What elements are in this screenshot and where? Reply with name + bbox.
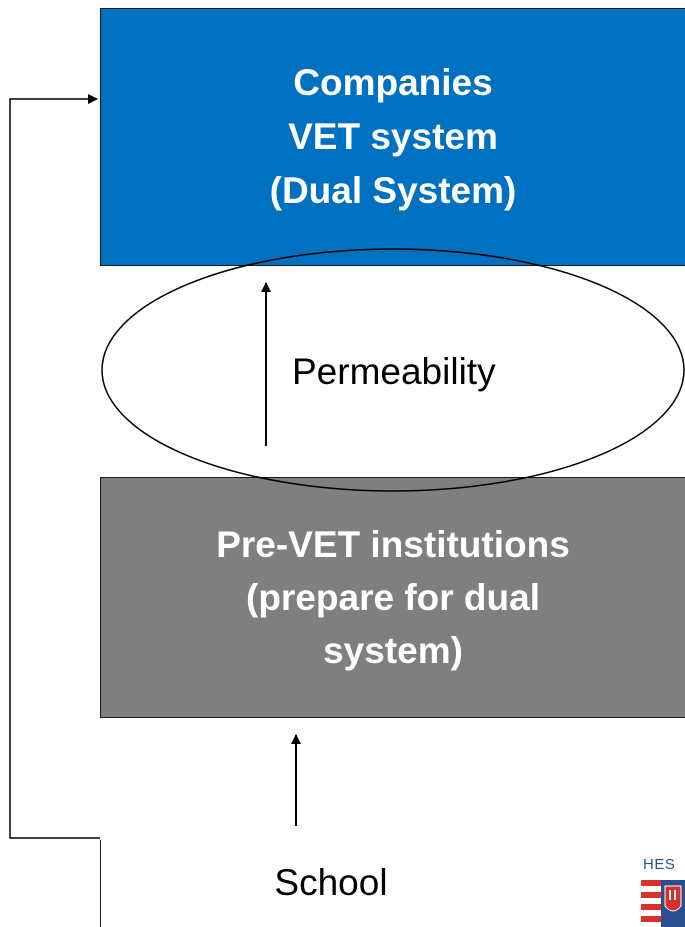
prevet-line-1: Pre-VET institutions <box>216 524 570 565</box>
logo-text: HES <box>643 856 676 873</box>
school-label: School <box>274 862 388 903</box>
companies-line-3: (Dual System) <box>269 170 517 211</box>
pre-vet-box: Pre-VET institutions (prepare for dual s… <box>100 477 685 718</box>
school-to-companies-connector <box>9 94 100 839</box>
prevet-line-3: system) <box>323 630 463 671</box>
companies-line-2: VET system <box>288 116 498 157</box>
prevet-line-2: (prepare for dual <box>246 577 540 618</box>
school-box: School <box>100 840 685 927</box>
companies-line-1: Companies <box>293 62 493 103</box>
pre-vet-text: Pre-VET institutions (prepare for dual s… <box>101 518 685 677</box>
hessen-logo: HES <box>641 856 685 927</box>
permeability-label: Permeability <box>292 351 496 392</box>
hessen-crest-icon <box>641 878 685 927</box>
companies-vet-box: Companies VET system (Dual System) <box>100 8 685 266</box>
companies-vet-text: Companies VET system (Dual System) <box>101 56 685 218</box>
